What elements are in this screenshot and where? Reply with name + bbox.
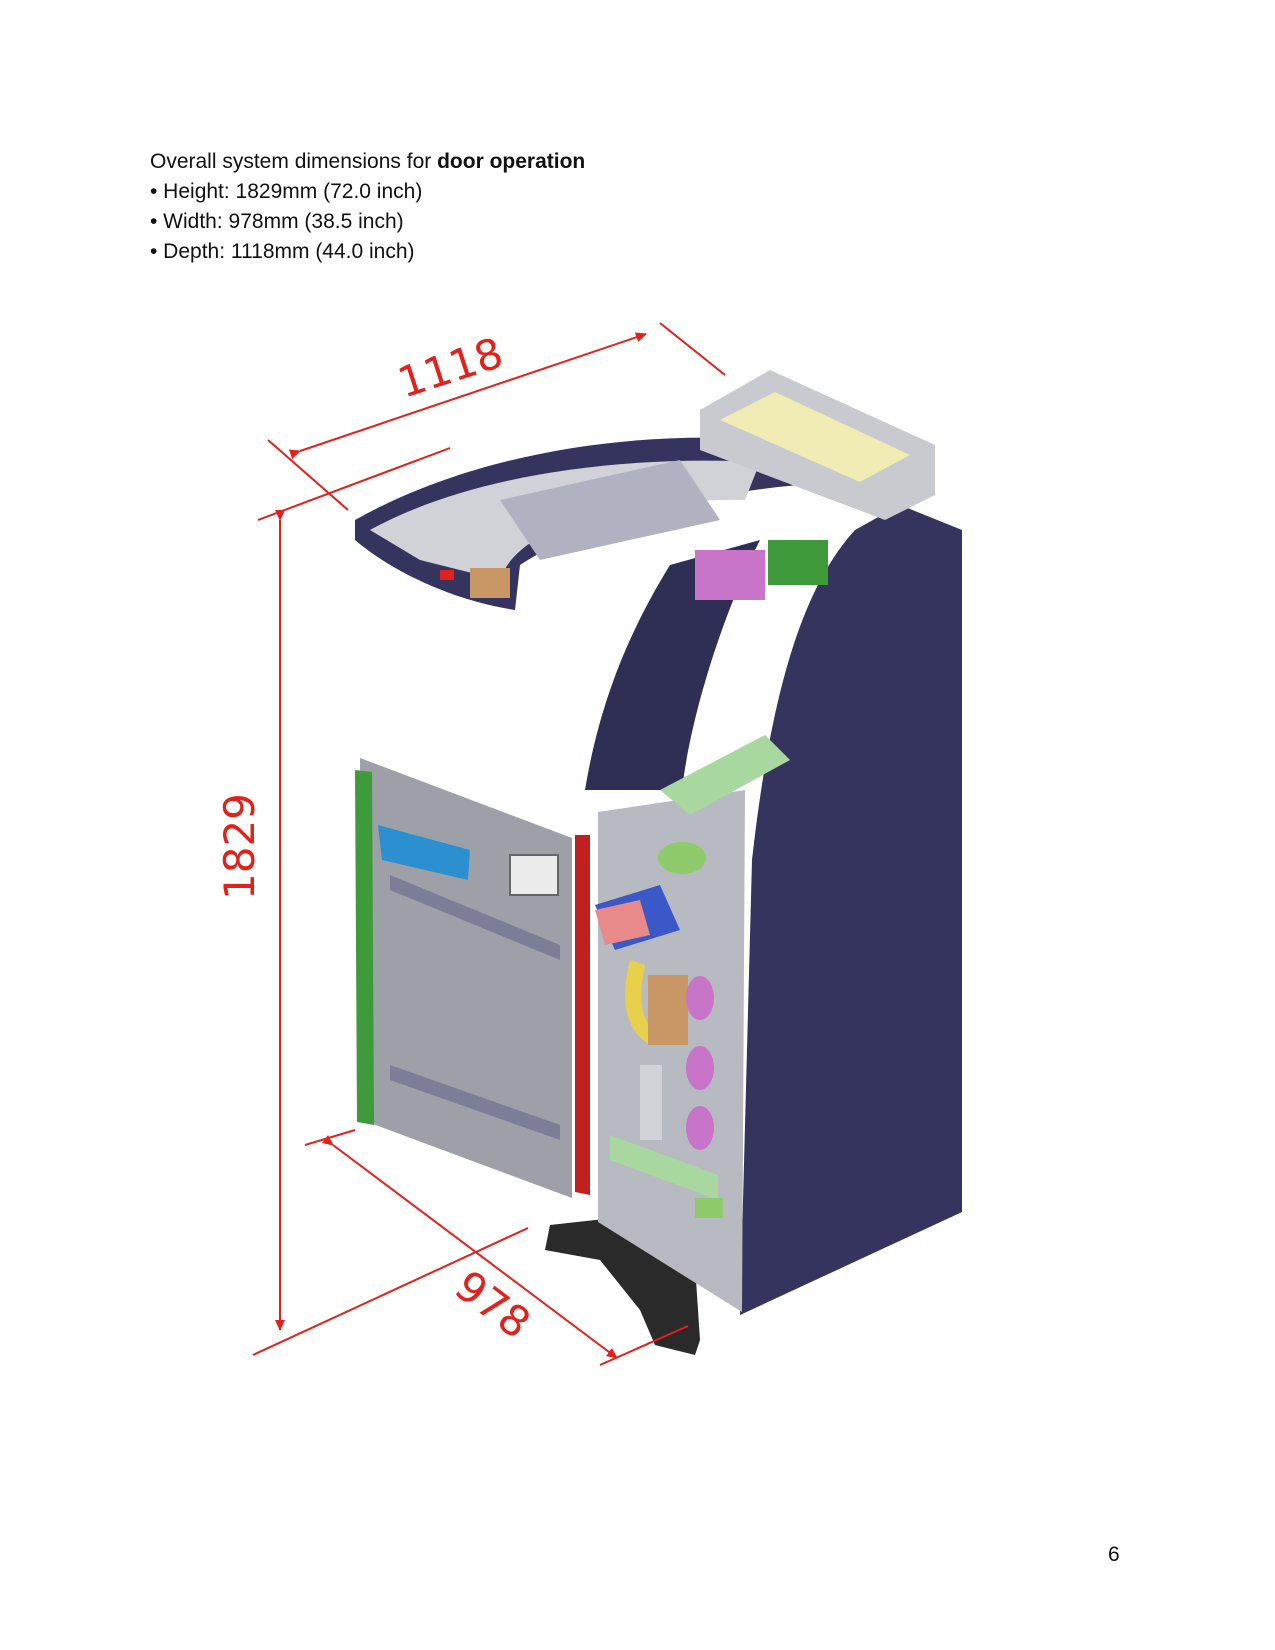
cassette-2 [686,1046,714,1090]
door-stiffener-2 [390,1065,560,1140]
inner-module [695,550,765,600]
spec-height: • Height: 1829mm (72.0 inch) [150,180,423,203]
door-slot [509,854,559,896]
page-number: 6 [1108,1543,1120,1566]
vertical-plate [640,1065,662,1140]
spec-heading-emphasis: door operation [437,150,586,173]
door-stiffener-1 [390,875,560,960]
spec-width: • Width: 978mm (38.5 inch) [150,210,404,233]
transport-belt [625,960,660,1045]
round-module [658,842,706,874]
spec-heading: Overall system dimensions for door opera… [150,150,586,173]
door-frame-strip [575,835,590,1195]
lower-rail [610,1135,718,1200]
spec-depth: • Depth: 1118mm (44.0 inch) [150,240,415,263]
door-edge-green [355,770,374,1125]
cover-module [470,568,510,598]
spec-text: Overall system dimensions for door opera… [150,147,585,267]
depth-label: 1118 [392,328,509,408]
display-screen [500,460,720,560]
door-tray [378,825,470,880]
shelf-board [660,735,790,815]
cassette-1 [686,976,714,1020]
width-label: 978 [446,1261,540,1348]
cover-button [440,570,454,580]
cassette-3 [686,1106,714,1150]
cabinet-back-arch [585,540,760,790]
transport-block [648,975,688,1045]
height-dimension: 1829 [215,447,451,1331]
height-label: 1829 [215,793,264,900]
display-glass [720,392,910,482]
card-reader [595,900,650,945]
lower-connector [695,1198,723,1218]
inner-bracket [768,540,828,585]
cabinet-side-panel [740,505,962,1315]
